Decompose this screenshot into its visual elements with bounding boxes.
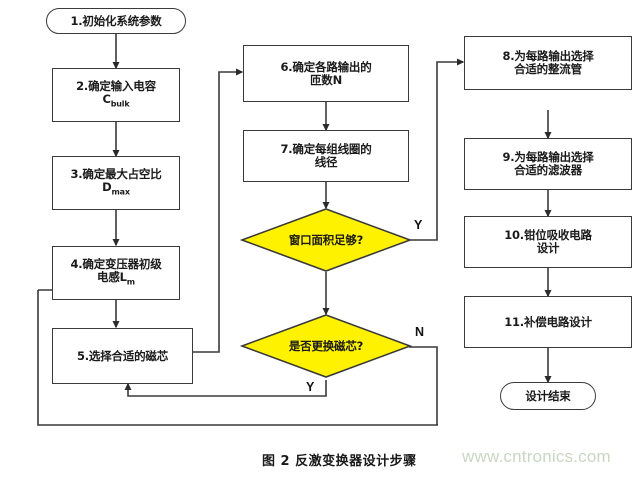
node-step-4-var: 电感L: [97, 270, 127, 285]
edge-n-return-rail: [37, 290, 438, 426]
node-step-7: 7.确定每组线圈的 线径: [243, 130, 409, 182]
node-step-9: 9.为每路输出选择 合适的滤波器: [464, 138, 632, 190]
node-step-6-label: 6.确定各路输出的: [280, 59, 372, 74]
node-step-3-var: D: [102, 180, 112, 195]
node-step-7-label: 7.确定每组线圈的: [280, 142, 372, 157]
node-step-4: 4.确定变压器初级 电感Lm: [52, 246, 180, 300]
branch-label-d1-yes: Y: [414, 218, 423, 232]
node-end: 设计结束: [500, 382, 596, 410]
node-step-2-var: C: [102, 92, 111, 107]
node-start-label: 1.初始化系统参数: [70, 13, 162, 28]
decision-window-area: [239, 208, 413, 272]
watermark-text: www.cntronics.com: [462, 447, 611, 466]
edge-n5-n6: [193, 68, 244, 353]
node-step-10-line2: 设计: [536, 241, 560, 255]
decision-change-core: [239, 314, 413, 378]
edge-d1-n8-yes: [409, 58, 465, 241]
node-step-2-sub: bulk: [110, 99, 130, 109]
node-step-10: 10.钳位吸收电路 设计: [464, 216, 632, 268]
node-step-2-label: 2.确定输入电容: [76, 79, 156, 94]
branch-label-d2-yes: Y: [306, 380, 315, 394]
node-step-11-label: 11.补偿电路设计: [504, 314, 592, 329]
node-step-8-line2: 合适的整流管: [514, 62, 582, 76]
node-step-3-label: 3.确定最大占空比: [70, 167, 162, 182]
node-step-4-label: 4.确定变压器初级: [70, 257, 162, 272]
node-step-5-label: 5.选择合适的磁芯: [76, 348, 169, 363]
node-step-9-label: 9.为每路输出选择: [502, 150, 594, 165]
node-end-label: 设计结束: [525, 388, 571, 403]
node-step-11: 11.补偿电路设计: [464, 296, 632, 348]
node-step-10-label: 10.钳位吸收电路: [504, 228, 592, 243]
edge-d2-n4-no: [409, 346, 438, 425]
edge-d2-n5-yes: [124, 380, 327, 397]
branch-label-d2-no: N: [415, 325, 425, 339]
node-step-6: 6.确定各路输出的 匝数N: [243, 45, 409, 102]
node-start: 1.初始化系统参数: [46, 8, 186, 34]
node-step-8-label: 8.为每路输出选择: [502, 49, 594, 64]
node-step-8: 8.为每路输出选择 合适的整流管: [464, 36, 632, 90]
node-step-2: 2.确定输入电容 Cbulk: [52, 68, 180, 122]
node-step-7-line2: 线径: [314, 155, 338, 169]
node-step-6-line2: 匝数N: [309, 72, 342, 87]
figure-caption: 图 2 反激变换器设计步骤: [262, 454, 417, 469]
node-step-5: 5.选择合适的磁芯: [52, 328, 193, 384]
node-step-9-line2: 合适的滤波器: [514, 163, 582, 177]
node-step-3-sub: max: [111, 187, 131, 197]
node-step-4-sub: m: [126, 277, 135, 287]
node-step-3: 3.确定最大占空比 Dmax: [52, 156, 180, 210]
